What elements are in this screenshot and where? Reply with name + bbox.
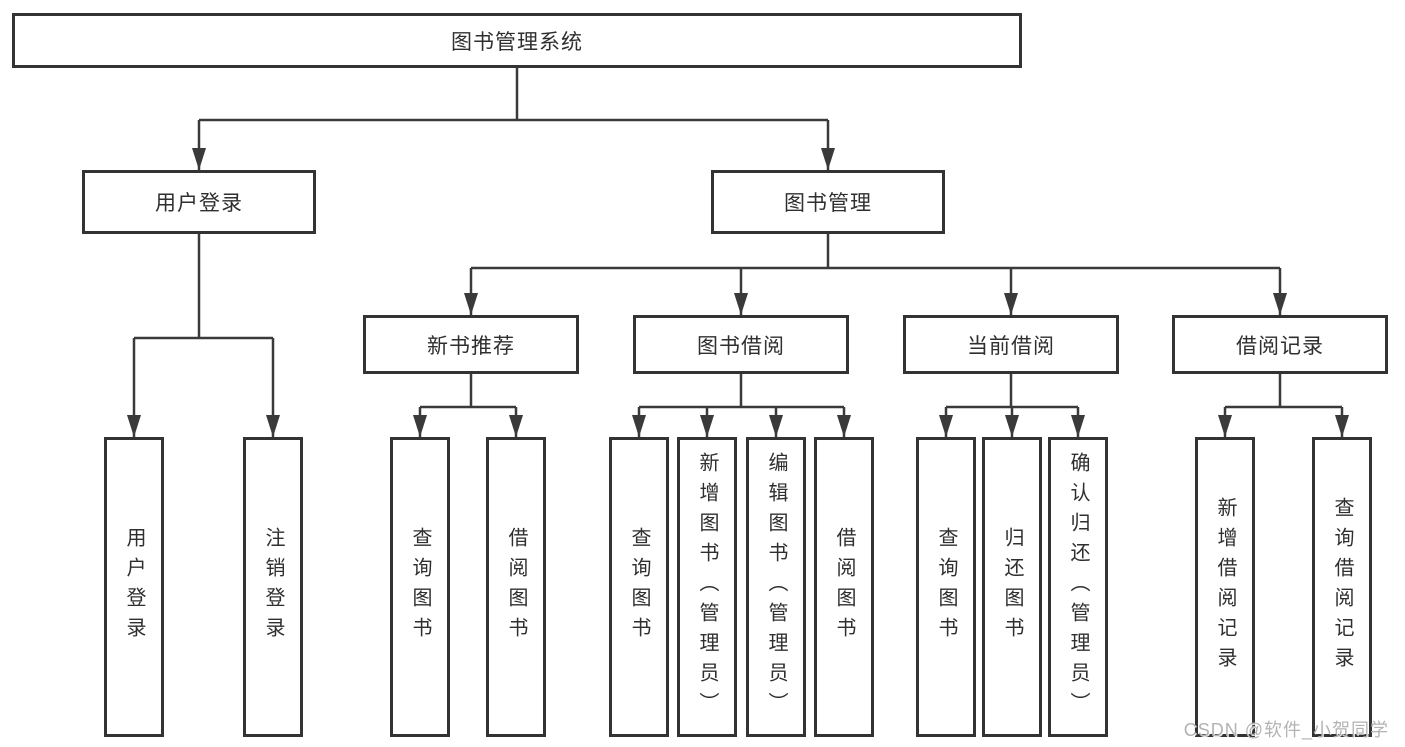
node-library-management-system: 图书管理系统 [12, 13, 1022, 68]
leaf-confirm-return-admin: 确认归还（管理员） [1048, 437, 1108, 737]
node-book-management: 图书管理 [711, 170, 945, 234]
node-borrowing-records: 借阅记录 [1172, 315, 1388, 374]
leaf-confirm-return-admin-label: 确认归还（管理员） [1067, 452, 1089, 722]
leaf-query-books-borrowing: 查询图书 [609, 437, 669, 737]
leaf-borrow-books-borrowing-label: 借阅图书 [833, 527, 855, 647]
leaf-query-borrow-record-label: 查询借阅记录 [1331, 497, 1353, 677]
leaf-borrow-books-recommendation: 借阅图书 [486, 437, 546, 737]
leaf-logout: 注销登录 [243, 437, 303, 737]
leaf-query-books-current-label: 查询图书 [935, 527, 957, 647]
leaf-borrow-books-recommendation-label: 借阅图书 [505, 527, 527, 647]
node-new-book-recommendation: 新书推荐 [363, 315, 579, 374]
leaf-add-book-admin-label: 新增图书（管理员） [696, 452, 718, 722]
node-book-borrowing: 图书借阅 [633, 315, 849, 374]
leaf-add-borrow-record-label: 新增借阅记录 [1214, 497, 1236, 677]
leaf-add-borrow-record: 新增借阅记录 [1195, 437, 1255, 737]
leaf-query-books-borrowing-label: 查询图书 [628, 527, 650, 647]
leaf-user-login-label: 用户登录 [123, 527, 145, 647]
leaf-query-borrow-record: 查询借阅记录 [1312, 437, 1372, 737]
watermark: CSDN @软件_小贺同学 [1183, 720, 1389, 740]
node-user-login: 用户登录 [82, 170, 316, 234]
node-current-borrowing: 当前借阅 [903, 315, 1119, 374]
leaf-add-book-admin: 新增图书（管理员） [677, 437, 737, 737]
leaf-return-books: 归还图书 [982, 437, 1042, 737]
leaf-edit-book-admin: 编辑图书（管理员） [746, 437, 806, 737]
leaf-return-books-label: 归还图书 [1001, 527, 1023, 647]
connector-lines [132, 68, 1344, 437]
leaf-user-login: 用户登录 [104, 437, 164, 737]
leaf-edit-book-admin-label: 编辑图书（管理员） [765, 452, 787, 722]
arrowheads [127, 148, 1349, 437]
leaf-borrow-books-borrowing: 借阅图书 [814, 437, 874, 737]
leaf-logout-label: 注销登录 [262, 527, 284, 647]
leaf-query-books-recommendation-label: 查询图书 [409, 527, 431, 647]
leaf-query-books-recommendation: 查询图书 [390, 437, 450, 737]
leaf-query-books-current: 查询图书 [916, 437, 976, 737]
